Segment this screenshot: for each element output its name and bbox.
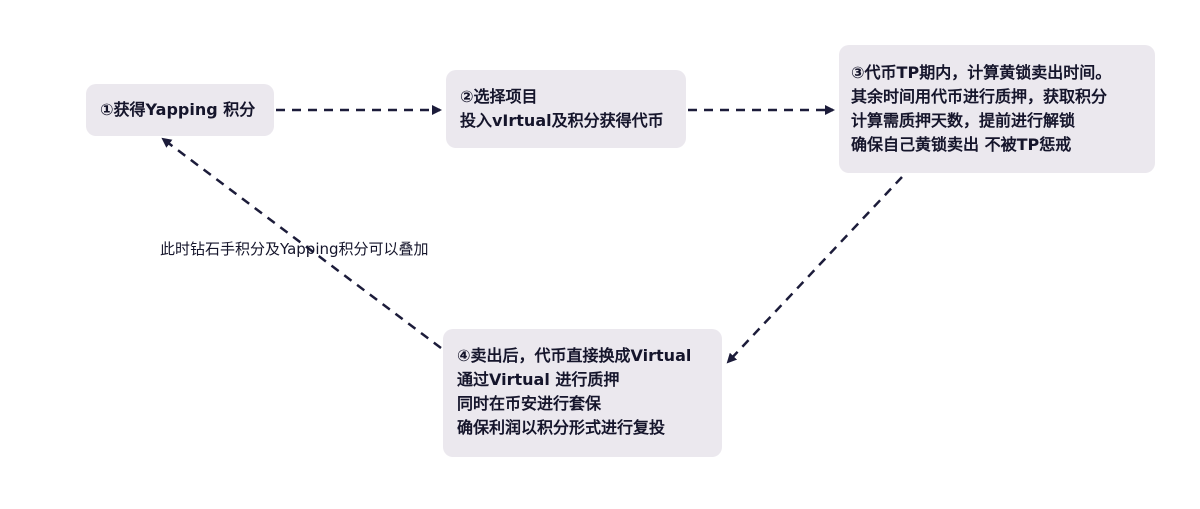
step-3-line-4: 确保自己黄锁卖出 不被TP惩戒 bbox=[851, 135, 1072, 154]
step-1-box: ①获得Yapping 积分 bbox=[86, 84, 274, 136]
step-2-box: ②选择项目 投入vIrtual及积分获得代币 bbox=[446, 70, 686, 148]
arrow-step3-to-step4 bbox=[726, 176, 903, 364]
edge-label-step4-to-step1: 此时钻石手积分及Yapping积分可以叠加 bbox=[160, 240, 429, 258]
step-1-line-1: ①获得Yapping 积分 bbox=[100, 100, 256, 119]
step-2-line-1: ②选择项目 bbox=[460, 87, 538, 106]
step-3-line-2: 其余时间用代币进行质押，获取积分 bbox=[851, 87, 1108, 106]
arrow-step4-to-step1 bbox=[161, 137, 442, 349]
step-4-line-4: 确保利润以积分形式进行复投 bbox=[457, 418, 666, 437]
step-3-line-1: ③代币TP期内，计算黄锁卖出时间。 bbox=[851, 63, 1112, 82]
step-3-line-3: 计算需质押天数，提前进行解锁 bbox=[851, 111, 1076, 130]
step-3-box: ③代币TP期内，计算黄锁卖出时间。 其余时间用代币进行质押，获取积分 计算需质押… bbox=[839, 45, 1155, 173]
step-4-line-2: 通过Virtual 进行质押 bbox=[457, 370, 620, 389]
step-4-line-1: ④卖出后，代币直接换成Virtual bbox=[457, 346, 692, 365]
step-2-line-2: 投入vIrtual及积分获得代币 bbox=[460, 111, 664, 130]
step-4-box: ④卖出后，代币直接换成Virtual 通过Virtual 进行质押 同时在币安进… bbox=[443, 329, 722, 457]
step-4-line-3: 同时在币安进行套保 bbox=[457, 394, 602, 413]
